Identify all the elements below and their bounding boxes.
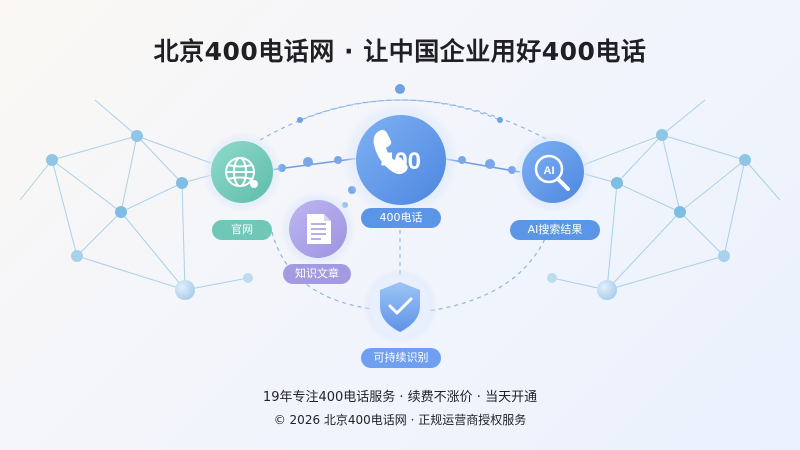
shield-node [362,268,438,344]
left-network-nodes [46,130,253,300]
phone-label: 400电话 [361,208,441,228]
ai-search-label: AI搜索结果 [510,220,600,240]
page-title: 北京400电话网 · 让中国企业用好400电话 [153,37,647,66]
phone-badge-text: 400 [381,148,421,175]
orbit-node [497,117,503,123]
ai-search-icon [534,154,570,191]
knowledge-label: 知识文章 [283,264,351,284]
globe-node [202,132,282,212]
site-label: 官网 [212,220,272,240]
left-network [19,99,249,291]
orbit-node [297,117,303,123]
phone-icon [373,129,408,175]
ai-search-node [513,132,593,212]
ai-badge-text: AI [544,165,555,177]
shield-check-icon [380,282,420,332]
document-icon [307,214,331,244]
footer-tagline: 19年专注400电话服务 · 续费不涨价 · 当天开通 [262,390,538,405]
right-network-nodes [547,129,751,300]
security-label: 可持续识别 [361,348,441,368]
right-network [551,99,781,291]
orbit-arcs [259,99,549,313]
document-node [280,191,356,267]
footer-copyright: © 2026 北京400电话网 · 正规运营商授权服务 [273,413,527,427]
phone-node [343,102,459,218]
globe-icon [225,157,255,187]
orbit-node [395,84,405,94]
